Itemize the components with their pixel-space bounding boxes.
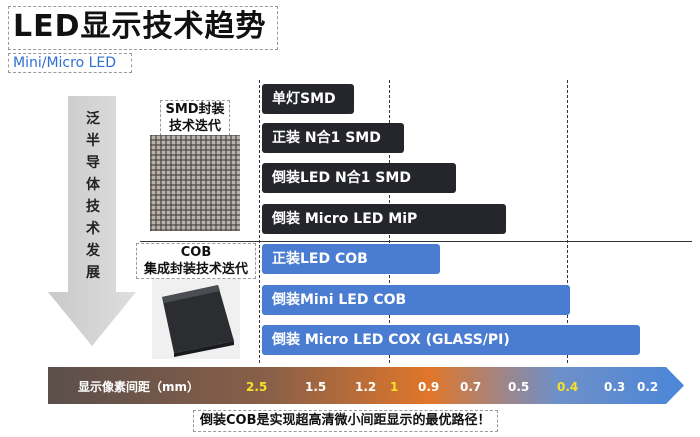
bar-n-in-1-smd: 正装 N合1 SMD xyxy=(262,123,404,153)
cob-caption: COB 集成封装技术迭代 xyxy=(136,243,256,279)
page-title: LED显示技术趋势 xyxy=(8,6,278,50)
cob-caption-line-1: COB xyxy=(180,245,212,260)
arrow-label-char: 技 xyxy=(86,199,100,215)
bar-micro-led-mip: 倒装 Micro LED MiP xyxy=(262,204,506,234)
arrow-label-char: 体 xyxy=(86,177,100,193)
cob-module-image xyxy=(152,279,240,359)
scale-tick: 0.5 xyxy=(508,380,530,394)
arrow-label-char: 展 xyxy=(86,265,100,281)
scale-tick: 1.5 xyxy=(305,380,327,394)
scale-tick: 0.4 xyxy=(557,380,579,394)
smd-caption-line-2: 技术迭代 xyxy=(168,119,221,134)
bar-face-up-cob: 正装LED COB xyxy=(262,244,440,274)
arrow-label-char: 术 xyxy=(86,221,100,237)
scale-tick: 1 xyxy=(390,380,399,394)
scale-tick: 0.7 xyxy=(460,380,482,394)
arrow-label-char: 半 xyxy=(86,133,100,149)
smd-module-image xyxy=(150,135,240,231)
guide-line-right xyxy=(567,80,568,363)
scale-label: 显示像素间距（mm） xyxy=(78,380,200,394)
arrow-label-char: 导 xyxy=(86,155,100,171)
footer-note: 倒装COB是实现超高清微小间距显示的最优路径！ xyxy=(193,410,498,432)
smd-caption: SMD封装 技术迭代 xyxy=(160,100,230,136)
arrow-label-char: 泛 xyxy=(86,111,100,127)
scale-tick: 0.9 xyxy=(418,380,440,394)
arrow-label-char: 发 xyxy=(86,243,100,259)
scale-tick: 2.5 xyxy=(246,380,268,394)
arrow-label: 泛半导体技术发展 xyxy=(84,108,102,284)
bar-flip-n-in-1-smd: 倒装LED N合1 SMD xyxy=(262,163,456,193)
pitch-scale-arrow xyxy=(48,367,684,404)
section-divider xyxy=(140,241,692,242)
bar-micro-led-cox: 倒装 Micro LED COX (GLASS/PI) xyxy=(262,325,640,355)
scale-tick: 0.2 xyxy=(637,380,659,394)
guide-line-left xyxy=(259,80,260,363)
page-subtitle: Mini/Micro LED xyxy=(8,53,132,73)
smd-caption-line-1: SMD封装 xyxy=(165,102,225,117)
scale-tick: 0.3 xyxy=(604,380,626,394)
bar-single-smd: 单灯SMD xyxy=(262,84,354,114)
bar-flip-mini-cob: 倒装Mini LED COB xyxy=(262,285,570,315)
scale-tick: 1.2 xyxy=(355,380,377,394)
cob-caption-line-2: 集成封装技术迭代 xyxy=(143,262,248,277)
down-arrow xyxy=(48,96,136,346)
